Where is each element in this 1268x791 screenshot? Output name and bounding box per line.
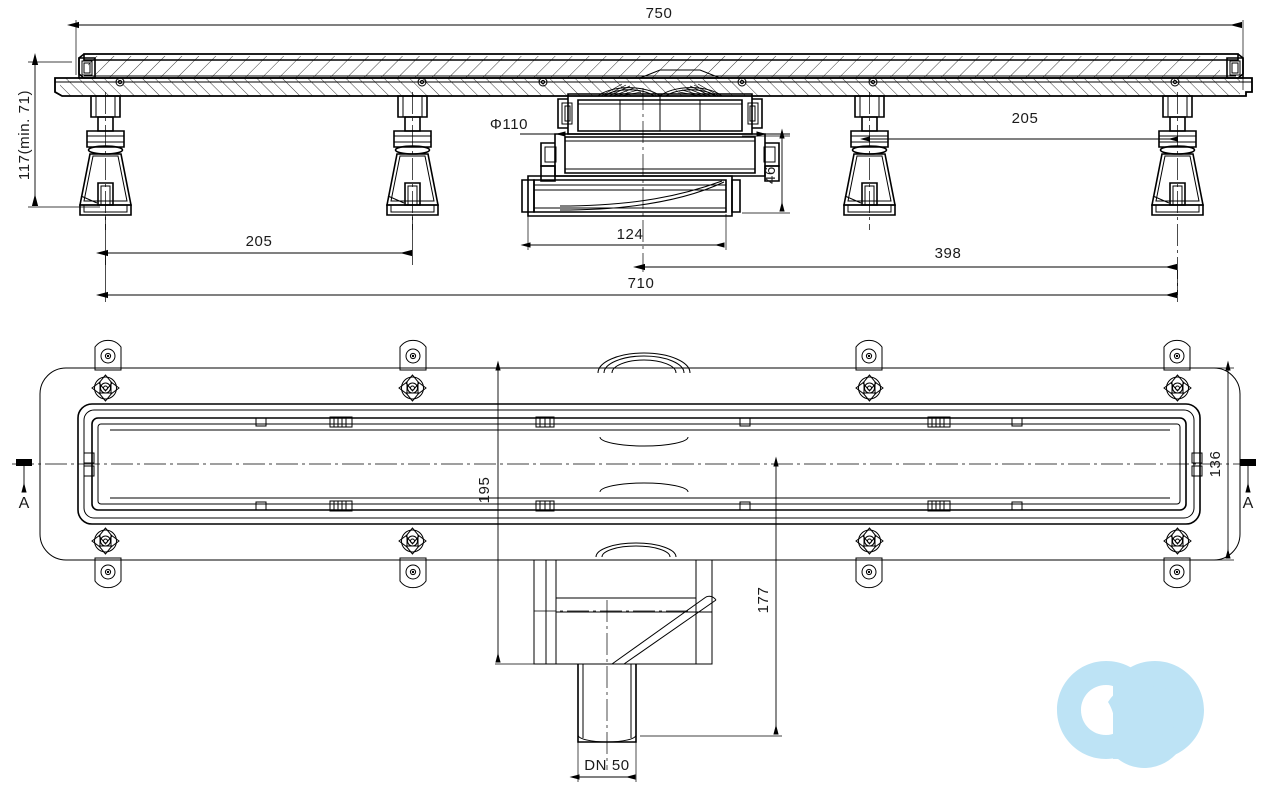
mounting-bracket [399,339,427,371]
plan-view: A A 195 136 177 [12,339,1256,782]
leg-marker [1163,374,1192,402]
dimension-46: 46 [742,128,790,214]
mounting-bracket-bottom-row [94,557,1191,589]
dimension-label-398: 398 [935,245,962,262]
dimension-dn-50: DN 50 [569,740,637,782]
end-latch-left [83,452,95,477]
mounting-bracket [1163,339,1191,371]
leg-marker [398,527,427,555]
mounting-bracket [855,557,883,589]
dimension-label-205-right: 205 [1012,110,1039,127]
dimension-136: 136 [1200,360,1234,561]
comb-detail [535,416,555,512]
dimension-label-195: 195 [476,477,493,504]
adjustable-foot-4 [1151,92,1204,295]
leg-marker [1163,527,1192,555]
grate-cover-assembly [78,53,1244,79]
dimension-398: 398 [633,245,1177,271]
leg-marker [91,374,120,402]
leg-marker-top-row [91,374,1192,402]
dimension-label-117-min-71: 117(min. 71) [16,90,33,180]
section-marker-left: A [16,459,32,512]
frame-flange-plate [54,69,1253,97]
flange-screw-bosses [115,77,1180,87]
adjustable-foot-1 [79,92,132,230]
dimension-label-dn-50: DN 50 [584,757,630,774]
leg-marker [855,374,884,402]
mounting-bracket-top-row [94,339,1191,371]
section-marker-label-right: A [1243,495,1254,512]
dimension-label-205-left: 205 [246,233,273,250]
adjustable-foot-3 [843,92,896,230]
central-drain-body [521,83,780,272]
section-marker-right: A [1240,459,1256,512]
dimension-label-136: 136 [1207,451,1224,478]
channel-clip-details [83,416,1203,512]
comb-detail [927,416,951,512]
dimension-205-right: 205 [860,110,1178,142]
mounting-bracket [94,557,122,589]
mounting-bracket [94,339,122,371]
dimension-750: 750 [67,5,1244,90]
section-elevation-view: 750 117(min. 71) [16,5,1253,302]
mounting-bracket [1163,557,1191,589]
leg-marker [855,527,884,555]
dimension-label-750: 750 [646,5,673,22]
dimension-205-left: 205 [96,215,413,265]
comb-detail [329,416,353,512]
section-marker-label-left: A [19,495,30,512]
leg-marker-bottom-row [91,527,1192,555]
leg-marker [398,374,427,402]
end-latch-right [1191,452,1203,477]
dimension-label-177: 177 [755,587,772,614]
leg-marker [91,527,120,555]
mounting-bracket [855,339,883,371]
outlet-body-plan [533,352,717,770]
dimension-710: 710 [96,255,1178,302]
dimension-177: 177 [640,456,782,737]
dimension-label-710: 710 [628,275,655,292]
dimension-117-min-71: 117(min. 71) [16,53,100,208]
dimension-195: 195 [476,360,712,665]
dimension-label-phi-110: Φ110 [490,116,528,133]
cd-logo-watermark [1057,661,1204,768]
dimension-label-46: 46 [762,166,779,184]
dimension-124: 124 [520,214,727,250]
mounting-bracket [399,557,427,589]
adjustable-foot-2 [386,92,439,230]
dimension-label-124: 124 [617,226,644,243]
